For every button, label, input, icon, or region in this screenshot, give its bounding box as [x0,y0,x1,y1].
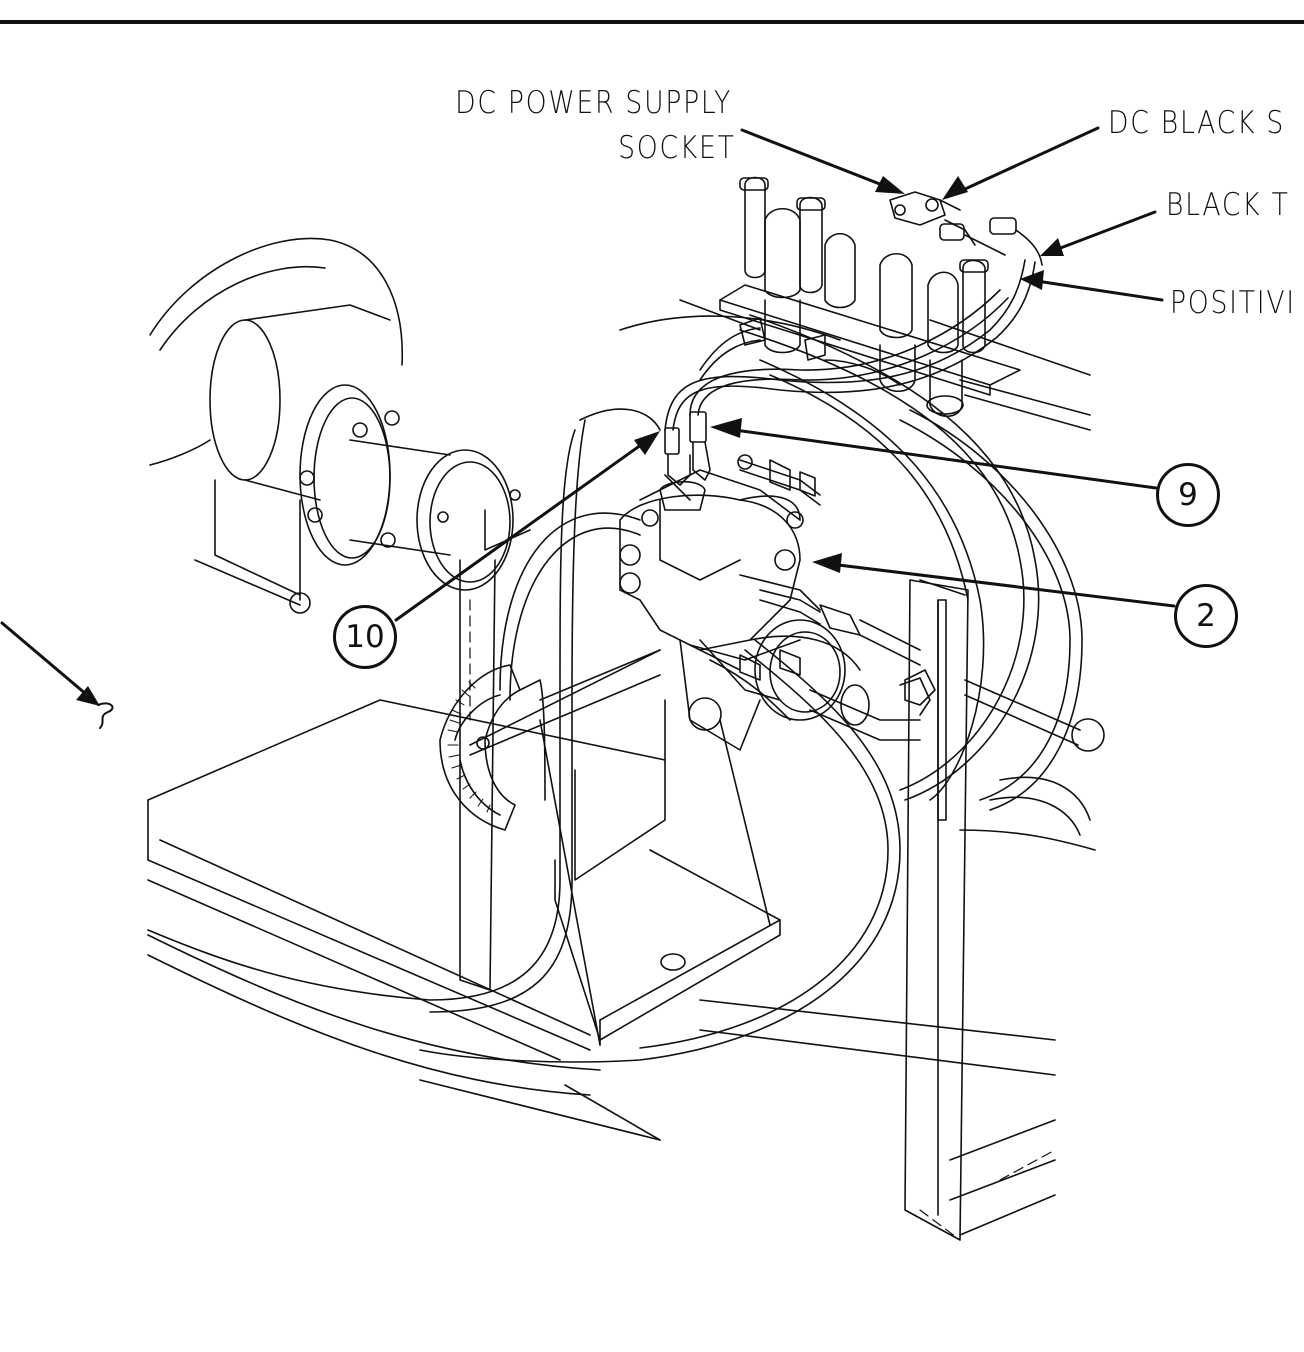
angle-quadrant [439,649,661,831]
arrow-heads [76,176,1064,706]
leader-lines [0,126,1176,702]
label-dc-black-socket: DC BLACK S [1108,105,1286,141]
base-frame [147,699,1056,1141]
hose-loops [147,314,1096,1063]
valve-bank [679,176,1091,431]
pump-pedestal [539,699,781,1046]
dc-sockets [889,191,1043,266]
control-lever [904,669,1105,752]
quadrant-ticks [447,681,491,813]
label-black-test-lead: BLACK T [1166,187,1290,223]
test-leads [659,259,1036,511]
view-arrow-squiggle [97,702,114,729]
pump-assembly [619,469,931,751]
label-socket: SOCKET [618,130,736,166]
hidden-lines [469,599,1056,1241]
label-dc-power-supply: DC POWER SUPPLY [455,85,732,121]
hose-fittings [699,454,921,681]
drive-motor [149,237,521,614]
label-positive-lead: POSITIVI [1170,285,1296,321]
callout-10: 10 [333,605,397,669]
callout-9: 9 [1156,463,1220,527]
callout-2: 2 [1174,584,1238,648]
